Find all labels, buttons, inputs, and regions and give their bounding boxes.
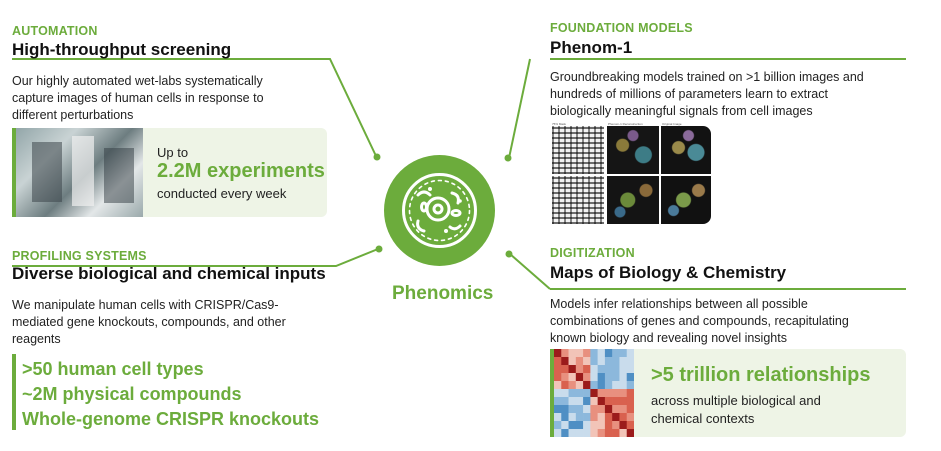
lab-automation-photo: [12, 128, 143, 217]
foundation-title: Phenom-1: [550, 38, 633, 57]
digitization-stat-big: >5 trillion relationships: [651, 364, 871, 386]
bullet-cell-types: >50 human cell types: [22, 359, 204, 379]
automation-category: AUTOMATION: [12, 24, 98, 38]
digitization-category: DIGITIZATION: [550, 246, 635, 260]
relationship-heatmap: [554, 349, 634, 437]
bullets-accent-bar: [12, 354, 16, 430]
masked-image-1: [552, 126, 604, 174]
phenomics-circle: [384, 155, 495, 266]
digitization-description: Models infer relationships between all p…: [550, 297, 849, 345]
digitization-title: Maps of Biology & Chemistry: [550, 263, 787, 282]
automation-title: High-throughput screening: [12, 40, 232, 59]
foundation-category: FOUNDATION MODELS: [550, 21, 693, 35]
profiling-bullets: >50 human cell types ~2M physical compou…: [22, 357, 319, 432]
digitization-accent-bar: [550, 349, 554, 437]
phenomics-label: Phenomics: [392, 283, 494, 304]
automation-description: Our highly automated wet-labs systematic…: [12, 74, 264, 122]
original-image-1: [661, 126, 711, 174]
bullet-compounds: ~2M physical compounds: [22, 384, 242, 404]
profiling-description: We manipulate human cells with CRISPR/Ca…: [12, 298, 286, 346]
bullet-crispr: Whole-genome CRISPR knockouts: [22, 409, 320, 429]
automation-stat-pre: Up to: [157, 145, 189, 160]
reconstruction-image-1: [607, 126, 659, 174]
profiling-category: PROFILING SYSTEMS: [12, 249, 147, 263]
masked-image-2: [552, 176, 604, 224]
phenom-image-grid: 75% Mask Phenom-1 Reconstruction Origina…: [550, 122, 712, 226]
reconstruction-image-2: [607, 176, 659, 224]
foundation-description: Groundbreaking models trained on >1 bill…: [550, 70, 864, 118]
automation-stat-post: conducted every week: [157, 186, 287, 201]
cell-icon: [402, 173, 477, 248]
profiling-title: Diverse biological and chemical inputs: [12, 264, 326, 283]
automation-stat-big: 2.2M experiments: [157, 160, 325, 182]
original-image-2: [661, 176, 711, 224]
